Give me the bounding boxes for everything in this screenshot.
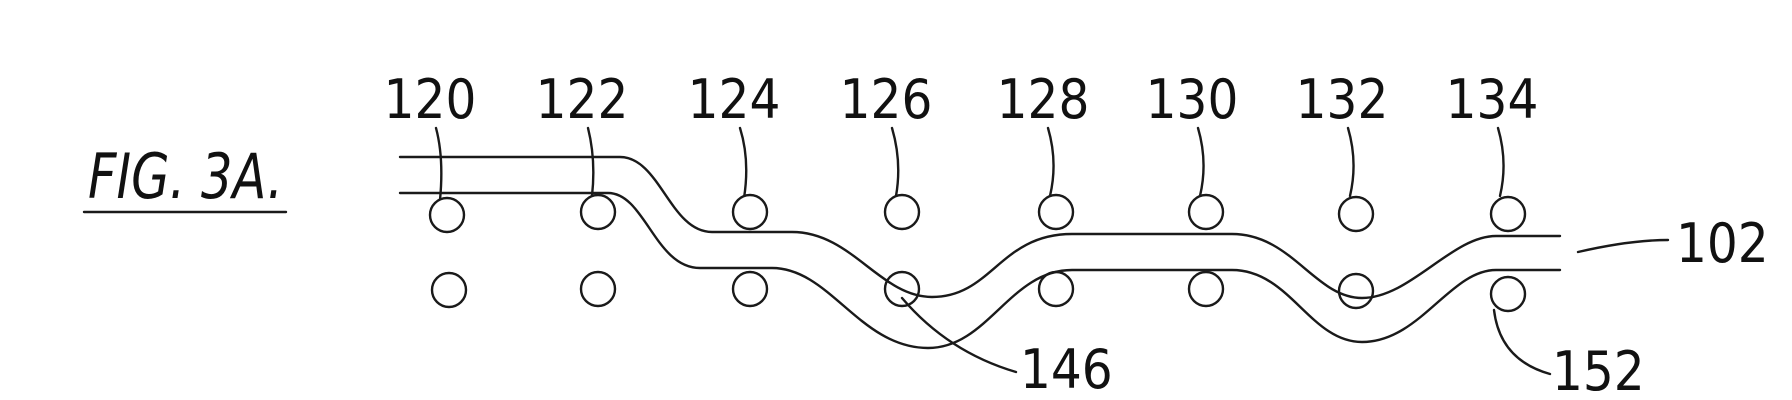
top-roller-120 (430, 198, 464, 232)
top-roller-128 (1039, 195, 1073, 229)
top-roller-130 (1189, 195, 1223, 229)
top-leader-lines (436, 128, 1504, 200)
roller-label-146: 146 (1020, 338, 1113, 400)
roller-label-128: 128 (997, 68, 1090, 131)
roller-label-134: 134 (1446, 68, 1539, 131)
web-lower-edge (400, 193, 1560, 348)
top-roller-122 (581, 195, 615, 229)
bottom-roller-1 (432, 273, 466, 307)
bottom-roller-3 (733, 272, 767, 306)
web-upper-edge (400, 157, 1560, 298)
top-roller-132 (1339, 197, 1373, 231)
leader-line-102 (1578, 240, 1668, 252)
figure-title: FIG. 3A. (88, 140, 283, 213)
leader-line-130 (1198, 128, 1204, 196)
top-roller-126 (885, 195, 919, 229)
leader-line-124 (740, 128, 746, 198)
leader-line-126 (892, 128, 898, 196)
top-roller-124 (733, 195, 767, 229)
top-roller-labels: 120 122 124 126 128 130 132 134 (384, 68, 1539, 131)
bottom-roller-5 (1039, 272, 1073, 306)
bottom-roller-152 (1491, 277, 1525, 311)
roller-label-124: 124 (688, 68, 781, 131)
top-roller-row (430, 195, 1525, 232)
leader-line-128 (1048, 128, 1054, 196)
roller-label-130: 130 (1146, 68, 1239, 131)
roller-label-126: 126 (840, 68, 933, 131)
leader-line-122 (588, 128, 593, 196)
roller-label-152: 152 (1552, 340, 1645, 400)
bottom-roller-row (432, 272, 1525, 311)
roller-label-120: 120 (384, 68, 477, 131)
leader-line-132 (1348, 128, 1354, 196)
roller-label-122: 122 (536, 68, 629, 131)
leader-line-152 (1494, 310, 1550, 374)
roller-label-132: 132 (1296, 68, 1389, 131)
bottom-roller-6 (1189, 272, 1223, 306)
bottom-roller-2 (581, 272, 615, 306)
top-roller-134 (1491, 197, 1525, 231)
leader-line-120 (436, 128, 441, 200)
leader-line-134 (1498, 128, 1504, 196)
web-label-102: 102 (1676, 212, 1769, 275)
bottom-roller-7 (1339, 274, 1373, 308)
